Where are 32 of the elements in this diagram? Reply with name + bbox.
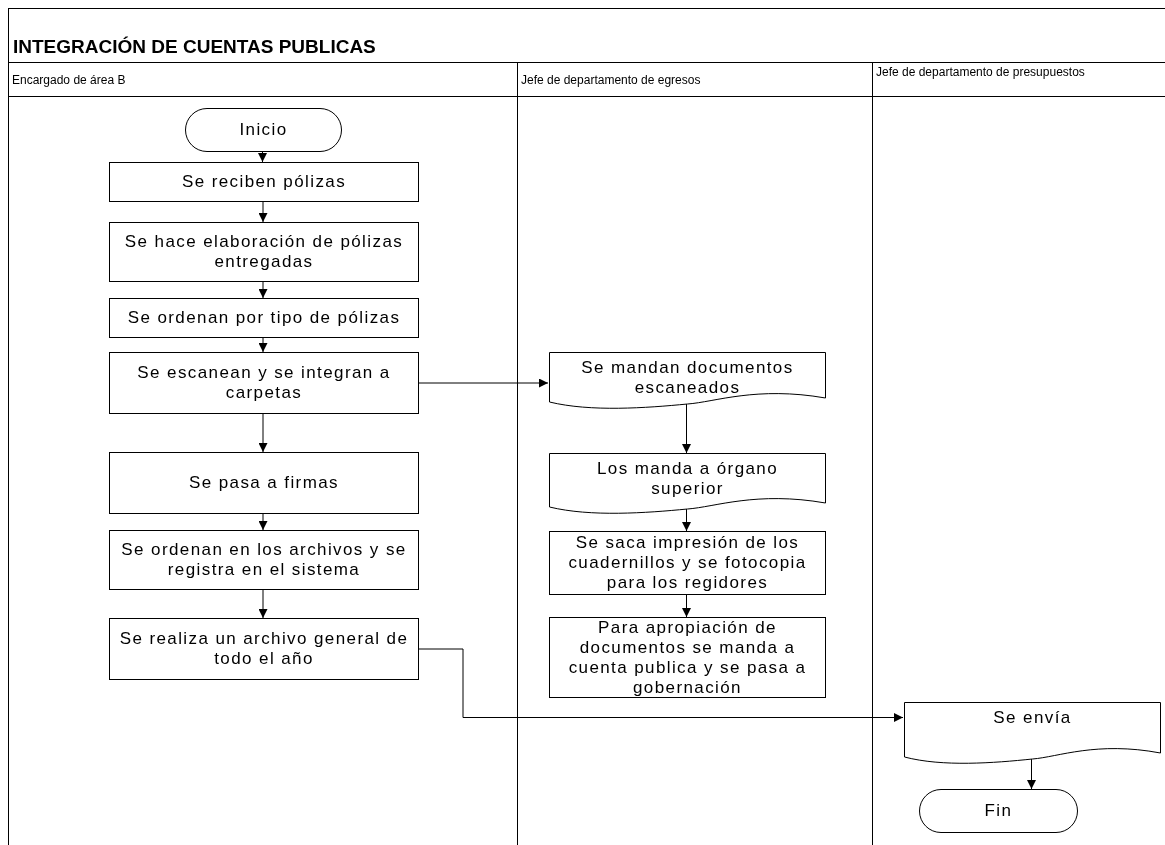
diagram-title: INTEGRACIÓN DE CUENTAS PUBLICAS	[13, 36, 376, 58]
process-box: Se realiza un archivo general de todo el año	[109, 618, 419, 680]
process-box: Se pasa a firmas	[109, 452, 419, 514]
arrow	[417, 648, 904, 722]
arrow	[258, 281, 268, 299]
lane-header: Encargado de área B	[12, 74, 127, 86]
arrow	[258, 513, 268, 531]
process-box: Se hace elaboración de pólizas entregadas	[109, 222, 419, 282]
process-box: Se ordenan en los archivos y se registra en el sistema	[109, 530, 419, 590]
document-shape: Los manda a órgano superior	[549, 453, 826, 515]
process-box: Se reciben pólizas	[109, 162, 419, 202]
document-shape: Se envía	[904, 702, 1161, 765]
lane-header: Jefe de departamento de egresos	[521, 74, 702, 86]
process-box: Para apropiación de documentos se manda a cuenta publica y se pasa a gobernación	[549, 617, 826, 698]
lane-header: Jefe de departamento de presupuestos	[876, 66, 1086, 78]
swimlane	[8, 62, 517, 845]
arrow	[417, 378, 549, 388]
arrow	[258, 201, 268, 223]
arrow	[1027, 758, 1036, 790]
process-box: Se escanean y se integran a carpetas	[109, 352, 419, 414]
arrow	[258, 151, 267, 163]
process-box: Se saca impresión de los cuadernillos y se fotocopia para los regidores	[549, 531, 826, 595]
arrow	[682, 508, 691, 532]
arrow	[682, 403, 691, 454]
swimlane	[517, 62, 872, 845]
process-box: Se ordenan por tipo de pólizas	[109, 298, 419, 338]
arrow	[258, 337, 268, 353]
arrow	[682, 594, 691, 618]
arrow	[258, 413, 268, 453]
arrow	[258, 589, 268, 619]
document-shape: Se mandan documentos escaneados	[549, 352, 826, 410]
swimlane	[872, 62, 1165, 845]
